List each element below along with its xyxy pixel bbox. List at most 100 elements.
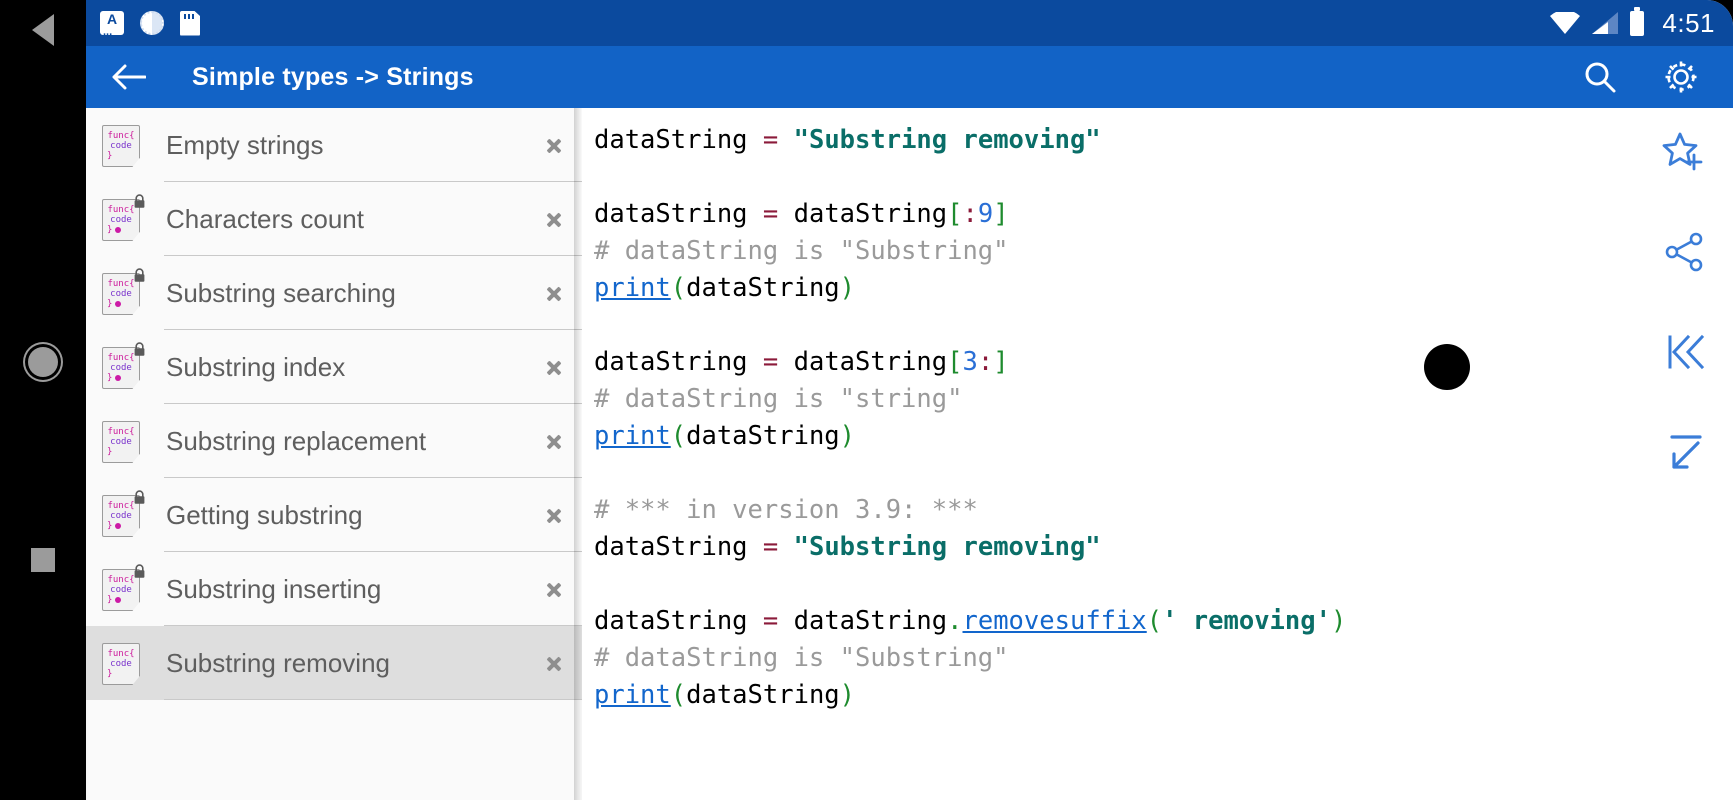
status-bar-system: 4:51 — [1550, 6, 1715, 39]
code-token: ] — [993, 199, 1009, 229]
code-snippet-icon: func{code} — [100, 342, 148, 391]
code-token: # dataString is "Substring" — [594, 643, 1009, 673]
code-blank-line — [594, 307, 1733, 344]
code-token: = — [762, 347, 794, 377]
list-item[interactable]: func{code}Substring searching — [86, 256, 582, 330]
code-token: dataString — [594, 532, 763, 562]
code-token[interactable]: print — [594, 680, 671, 710]
app-bar: Simple types -> Strings — [86, 46, 1733, 108]
cell-signal-icon — [1592, 12, 1619, 34]
android-navigation-bar — [0, 0, 86, 800]
list-divider — [164, 625, 582, 626]
star-plus-icon[interactable] — [1657, 124, 1713, 180]
code-token: # *** in version 3.9: *** — [594, 495, 978, 525]
code-token: dataString — [686, 421, 840, 451]
list-item[interactable]: func{code}Characters count — [86, 182, 582, 256]
code-snippet-icon: func{code} — [100, 639, 148, 687]
lock-icon — [134, 564, 145, 578]
code-token: = — [762, 606, 794, 636]
chevron-right-icon[interactable] — [538, 202, 572, 236]
code-token: "Substring removing" — [793, 125, 1101, 155]
code-token: = — [762, 125, 794, 155]
a-note-icon: A — [100, 11, 124, 36]
gear-icon[interactable] — [1663, 59, 1699, 95]
code-token: ) — [839, 421, 856, 451]
nav-recents-button[interactable] — [0, 530, 86, 590]
code-token: dataString — [594, 606, 763, 636]
code-token: dataString — [793, 606, 948, 636]
code-blank-line — [594, 159, 1733, 196]
search-icon[interactable] — [1583, 60, 1617, 94]
code-token[interactable]: removesuffix — [962, 606, 1147, 636]
code-blank-line — [594, 566, 1733, 603]
nav-home-button[interactable] — [0, 332, 86, 392]
list-divider — [164, 699, 582, 700]
code-snippet-icon: func{code} — [100, 564, 148, 613]
chevron-right-icon[interactable] — [538, 424, 572, 458]
action-rail — [1637, 108, 1733, 800]
code-token: [ — [947, 199, 963, 229]
code-token: 3 — [962, 347, 978, 377]
code-token: dataString — [594, 125, 763, 155]
skip-to-start-icon[interactable] — [1657, 324, 1713, 380]
code-viewer[interactable]: dataString = "Substring removing"dataStr… — [582, 108, 1733, 800]
code-token[interactable]: print — [594, 273, 671, 303]
chevron-right-icon[interactable] — [538, 350, 572, 384]
list-divider — [164, 181, 582, 182]
code-token: = — [762, 199, 794, 229]
list-item[interactable]: func{code}Getting substring — [86, 478, 582, 552]
lock-icon — [134, 194, 145, 208]
code-line: print(dataString) — [594, 418, 1733, 455]
code-token: ( — [670, 273, 687, 303]
list-item[interactable]: func{code}Empty strings — [86, 108, 582, 182]
lock-icon — [134, 342, 145, 356]
chevron-right-icon[interactable] — [538, 276, 572, 310]
code-token: : — [962, 199, 978, 229]
wifi-icon — [1550, 12, 1581, 34]
nav-back-button[interactable] — [0, 0, 86, 60]
chevron-right-icon[interactable] — [538, 572, 572, 606]
chevron-right-icon[interactable] — [538, 498, 572, 532]
status-bar-clock: 4:51 — [1662, 7, 1715, 38]
code-token: ( — [1146, 606, 1163, 636]
code-token[interactable]: print — [594, 421, 671, 451]
code-snippet-icon: func{code} — [100, 268, 148, 317]
code-line: # dataString is "Substring" — [594, 640, 1733, 677]
code-token: "Substring removing" — [793, 532, 1101, 562]
code-line: print(dataString) — [594, 677, 1733, 714]
list-divider — [164, 255, 582, 256]
chevron-right-icon[interactable] — [538, 128, 572, 162]
code-token: dataString — [793, 199, 948, 229]
chevron-right-icon[interactable] — [538, 646, 572, 680]
code-line: dataString = "Substring removing" — [594, 529, 1733, 566]
lock-icon — [134, 490, 145, 504]
status-bar-notifications: A — [100, 10, 200, 36]
list-item[interactable]: func{code}Substring replacement — [86, 404, 582, 478]
code-block: dataString = "Substring removing"dataStr… — [592, 122, 1733, 714]
device-viewport: A 4:51 Simple types -> Strings — [86, 0, 1733, 800]
code-snippet-icon: func{code} — [100, 417, 148, 465]
code-snippet-icon: func{code} — [100, 490, 148, 539]
back-triangle-icon — [32, 14, 54, 46]
collapse-arrow-icon[interactable] — [1657, 424, 1713, 480]
recents-square-icon — [31, 548, 55, 572]
list-item[interactable]: func{code}Substring inserting — [86, 552, 582, 626]
list-divider — [164, 551, 582, 552]
code-token: = — [762, 532, 794, 562]
code-token: ) — [839, 680, 856, 710]
share-icon[interactable] — [1657, 224, 1713, 280]
list-divider — [164, 403, 582, 404]
battery-icon — [1630, 6, 1645, 36]
lock-icon — [134, 268, 145, 282]
code-line: dataString = "Substring removing" — [594, 122, 1733, 159]
list-item[interactable]: func{code}Substring index — [86, 330, 582, 404]
code-token: dataString — [686, 680, 840, 710]
back-arrow-icon[interactable] — [112, 63, 146, 91]
list-item[interactable]: func{code}Substring removing — [86, 626, 582, 700]
code-token: # dataString is "string" — [594, 384, 963, 414]
app-bar-actions — [1583, 59, 1711, 95]
code-token: dataString — [686, 273, 840, 303]
